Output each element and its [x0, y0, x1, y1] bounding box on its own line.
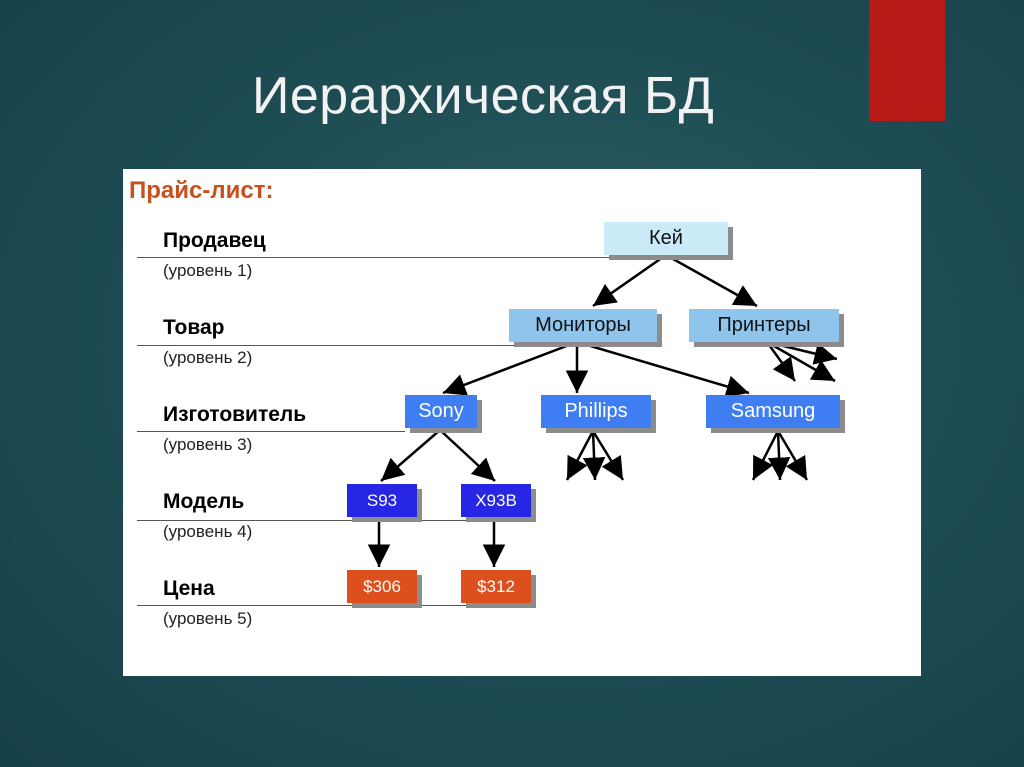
node-manufacturer-sony: Sony	[405, 395, 477, 428]
node-model-s93: S93	[347, 484, 417, 517]
node-product-printers: Принтеры	[689, 309, 839, 342]
edge-sony-s93	[380, 429, 441, 482]
edge-monitors-sony	[442, 340, 578, 396]
node-manufacturer-samsung: Samsung	[706, 395, 840, 428]
level-5-divider	[137, 605, 497, 606]
level-5-subtitle: (уровень 5)	[163, 609, 253, 628]
node-manufacturer-phillips: Phillips	[541, 395, 651, 428]
level-1-divider	[137, 257, 621, 258]
level-5-title: Цена	[163, 577, 215, 600]
diagram-panel: Прайс-лист: Продавец (уровень 1) Товар (…	[123, 169, 921, 676]
level-3-title: Изготовитель	[163, 403, 307, 426]
level-3-subtitle: (уровень 3)	[163, 435, 253, 454]
level-2-title: Товар	[163, 316, 225, 339]
edge-samsung-stub-3	[776, 430, 809, 481]
edge-phillips-stub-1	[565, 430, 595, 481]
red-accent-block	[869, 0, 945, 121]
edge-printers-stub-1	[766, 340, 838, 365]
edge-printers-stub-3	[765, 341, 797, 382]
level-4-title: Модель	[163, 490, 245, 513]
level-1-subtitle: (уровень 1)	[163, 261, 253, 280]
node-price-312: $312	[461, 570, 531, 603]
edge-phillips-stub-3	[591, 430, 625, 481]
edge-seller-printers	[665, 253, 758, 308]
slide-title: Иерархическая БД	[252, 67, 715, 125]
edge-phillips-stub-2	[582, 430, 606, 481]
level-4-subtitle: (уровень 4)	[163, 522, 253, 541]
level-2-subtitle: (уровень 2)	[163, 348, 253, 367]
node-product-monitors: Мониторы	[509, 309, 657, 342]
edge-samsung-stub-2	[767, 430, 791, 481]
edge-printers-stub-2	[766, 340, 836, 383]
level-2-divider	[137, 345, 523, 346]
edge-samsung-stub-1	[751, 430, 780, 481]
edge-seller-monitors	[592, 253, 667, 308]
node-seller: Кей	[604, 222, 728, 255]
level-4-divider	[137, 520, 497, 521]
edge-monitors-samsung	[576, 340, 750, 398]
price-list-title: Прайс-лист:	[129, 177, 274, 204]
node-price-306: $306	[347, 570, 417, 603]
tree-connectors	[367, 253, 838, 567]
level-3-divider	[137, 431, 405, 432]
edge-sony-x93b	[439, 429, 496, 482]
level-1-title: Продавец	[163, 229, 266, 252]
node-model-x93b: X93B	[461, 484, 531, 517]
